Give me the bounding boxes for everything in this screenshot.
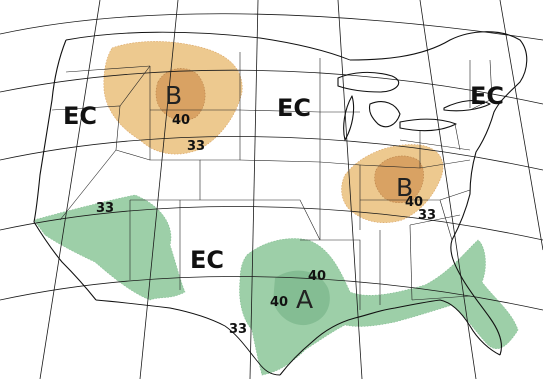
below-normal-dark-shading [155,68,206,121]
state-boundaries [51,52,493,310]
contour-label-texas-40-west: 40 [270,295,288,310]
label-ec-west: EC [63,102,97,130]
label-ec-southwest: EC [190,246,224,274]
label-ec-northeast: EC [470,82,504,110]
label-ec-central: EC [277,94,311,122]
below-normal-region [103,41,444,223]
contour-label-north-40: 40 [172,113,190,128]
above-normal-shading [33,194,186,301]
coastline [33,31,528,376]
above-normal-dark-shading [273,270,330,326]
contour-label-east-33: 33 [418,208,436,223]
label-a-south: A [296,285,313,314]
contour-label-texas-40-north: 40 [308,269,326,284]
contour-label-north-33: 33 [187,139,205,154]
label-b-north: B [165,81,182,110]
contour-label-texas-33-south: 33 [229,322,247,337]
contour-label-east-40: 40 [405,195,423,210]
contour-label-southwest-33: 33 [96,201,114,216]
label-b-east: B [396,173,413,202]
above-normal-region [33,194,519,376]
